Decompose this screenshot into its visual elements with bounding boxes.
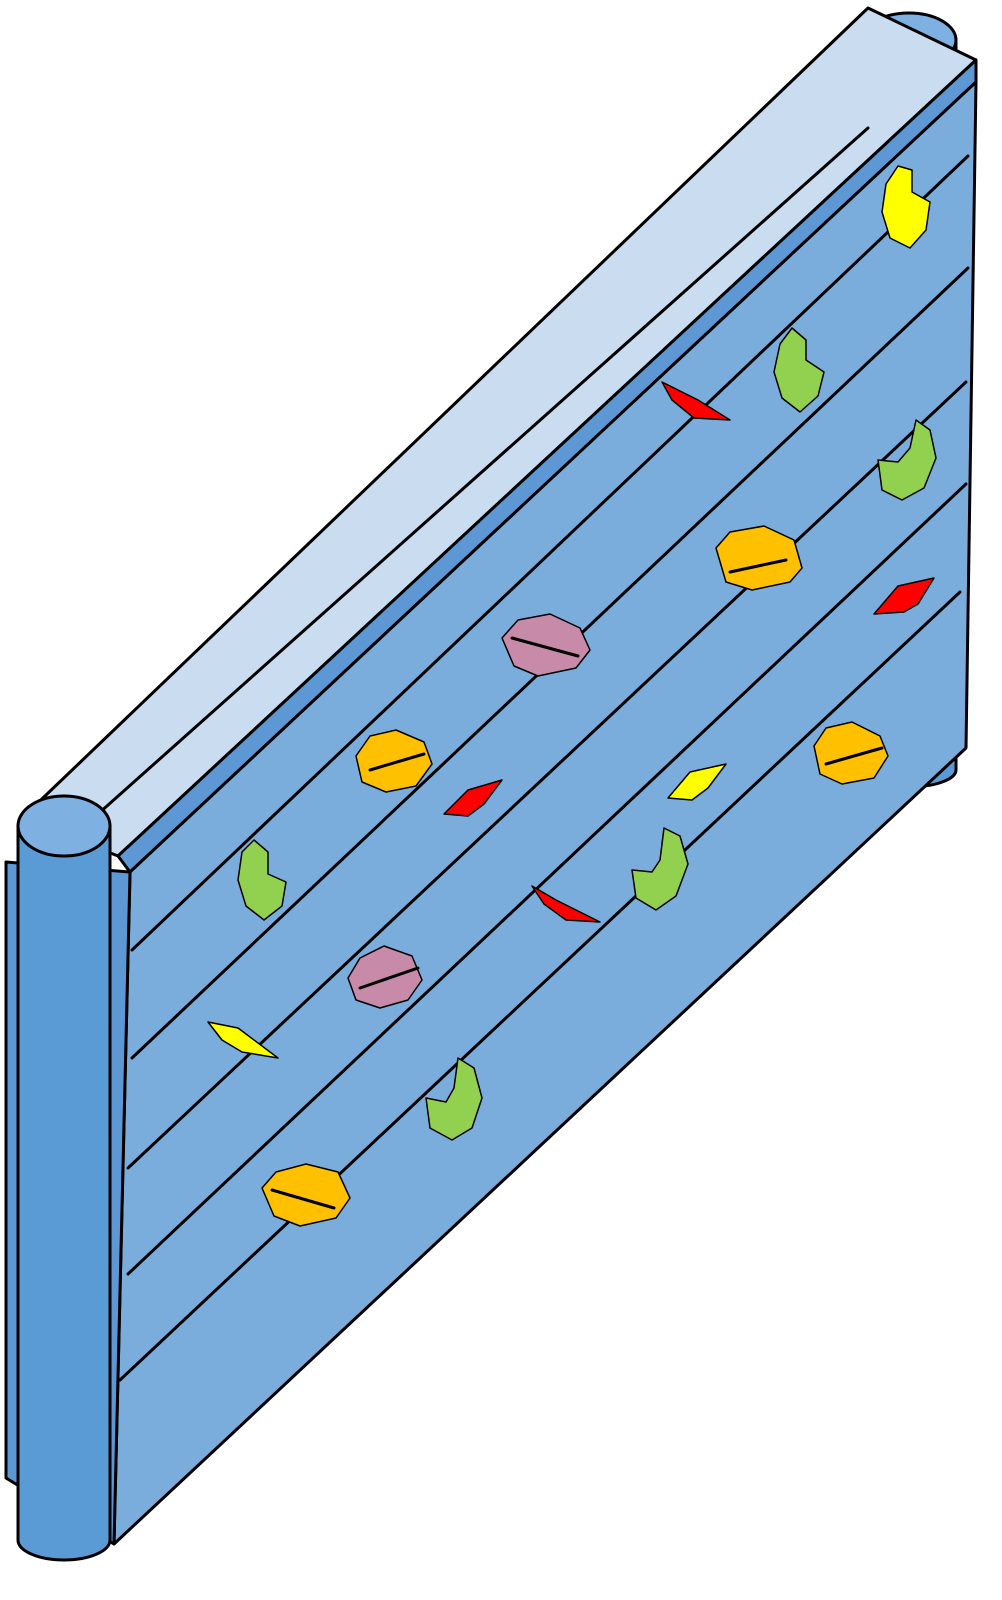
hold-red-diamond xyxy=(873,577,935,615)
panel-face xyxy=(112,80,978,1546)
plank-seam xyxy=(126,380,968,1170)
hold-yellow-foot xyxy=(881,165,931,249)
hold-green-foot xyxy=(425,1057,483,1141)
hold-orange-slot xyxy=(715,525,803,591)
plank-seam xyxy=(126,482,968,1276)
hold-green-foot xyxy=(877,419,937,501)
hold-orange-slot xyxy=(355,729,433,793)
hold-green-foot xyxy=(773,327,825,413)
hold-yellow-diamond xyxy=(667,763,727,801)
plank-seam xyxy=(118,590,962,1382)
hold-orange-slot xyxy=(813,721,889,785)
plank-seam xyxy=(130,154,970,952)
left-post-body xyxy=(16,824,112,1562)
hold-green-foot xyxy=(237,839,287,921)
hold-yellow-diamond xyxy=(207,1021,279,1059)
hold-purple-slot xyxy=(501,613,591,677)
left-post-cap xyxy=(16,794,112,858)
panel-top-inner-edge xyxy=(78,126,870,832)
hold-red-diamond xyxy=(661,381,731,421)
hold-purple-slot xyxy=(347,945,423,1009)
hold-red-diamond xyxy=(531,885,601,923)
left-post xyxy=(16,794,112,1562)
climbing-holds xyxy=(207,165,937,1227)
hold-green-foot xyxy=(631,827,689,911)
hold-orange-slot xyxy=(261,1163,351,1227)
hold-red-diamond xyxy=(443,779,503,817)
